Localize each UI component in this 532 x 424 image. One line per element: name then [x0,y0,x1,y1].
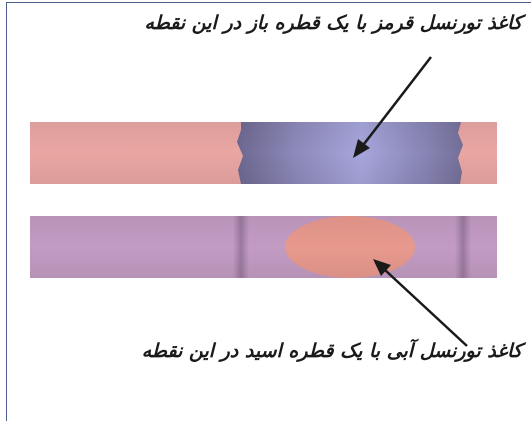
red-litmus-strip [30,122,497,184]
caption-red-litmus: کاغذ تورنسل قرمز با یک قطره باز در این ن… [144,12,522,34]
arrow-bottom [373,259,468,347]
blue-litmus-strip [30,216,497,278]
caption-blue-litmus: کاغذ تورنسل آبی با یک قطره اسید در این ن… [141,340,522,362]
figure-frame [6,2,531,421]
arrow-top [353,56,432,158]
